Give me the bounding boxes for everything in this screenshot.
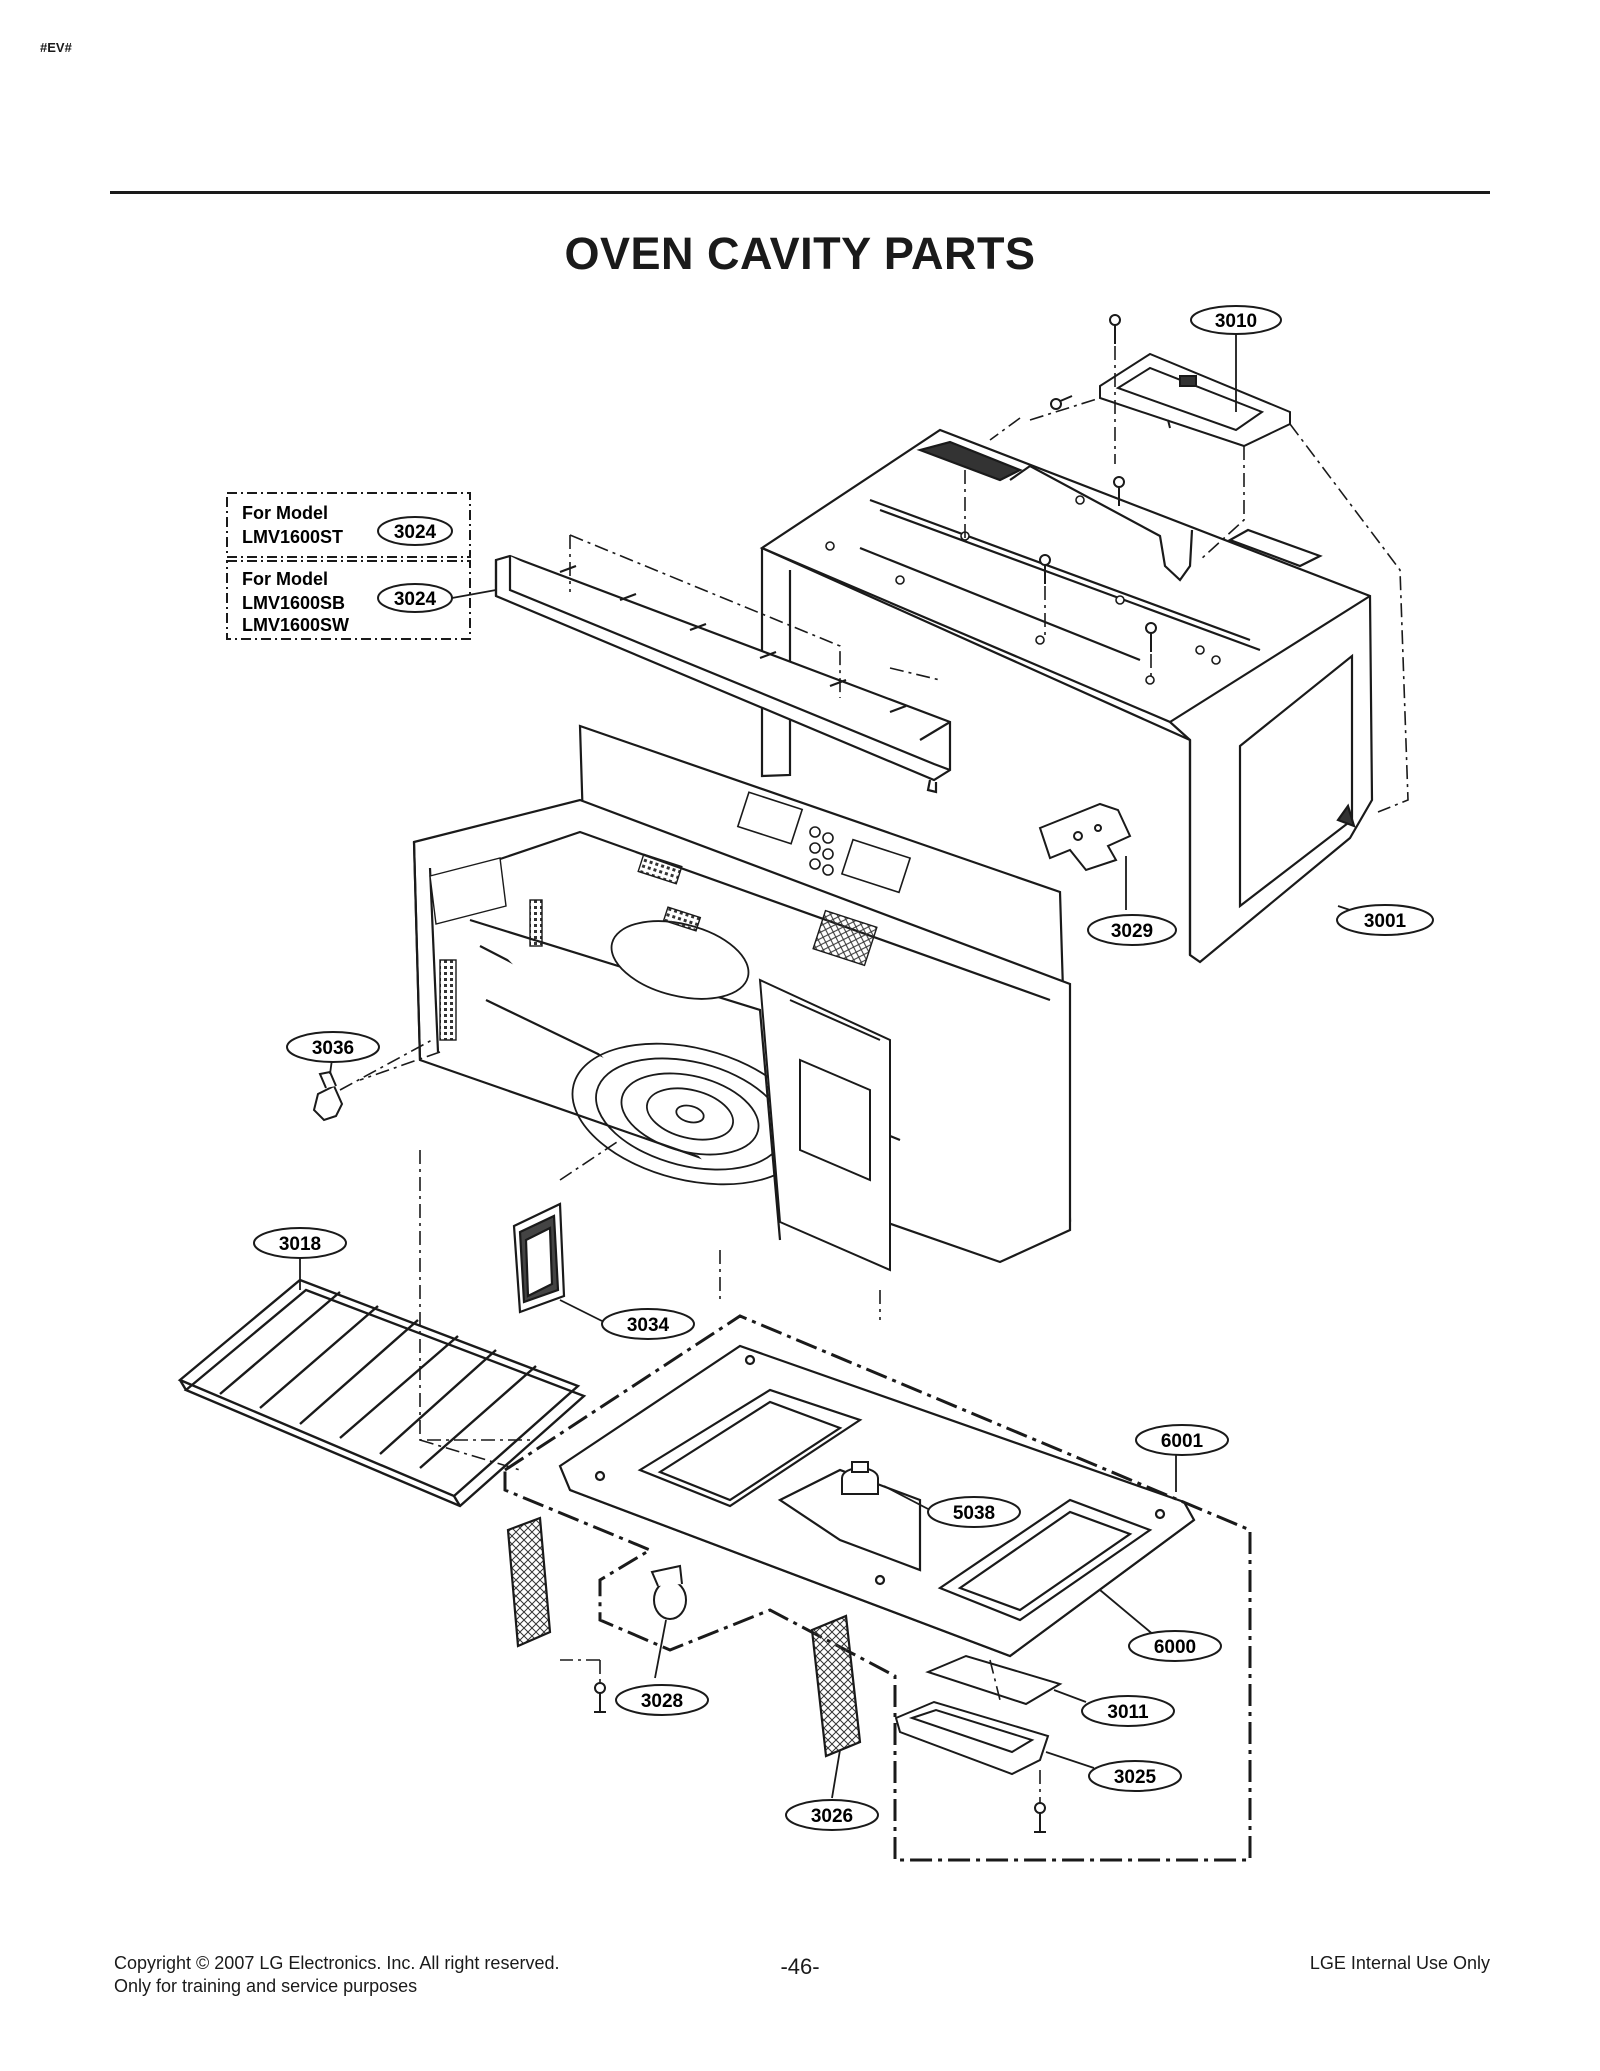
callout-3036: 3036 [286, 1031, 380, 1063]
control-panel-buttons [736, 791, 912, 894]
svg-text:6001: 6001 [1161, 1431, 1204, 1452]
footer-internal: LGE Internal Use Only [1309, 1953, 1490, 1973]
top-bracket-3010 [1099, 352, 1291, 448]
svg-text:5038: 5038 [953, 1503, 995, 1524]
svg-text:3024: 3024 [394, 522, 437, 543]
grille-3026 [810, 1614, 862, 1758]
bracket-3029 [1038, 802, 1132, 872]
svg-text:3011: 3011 [1107, 1702, 1149, 1723]
svg-text:LMV1600SW: LMV1600SW [242, 615, 349, 635]
alignment-lines-bottom [560, 1659, 1041, 1804]
callout-3024-a: 3024 [377, 516, 453, 546]
svg-text:For Model: For Model [242, 503, 328, 523]
page-title: OVEN CAVITY PARTS [564, 228, 1036, 279]
alignment-lines-cavity [359, 1051, 881, 1471]
filter-3011 [925, 1654, 1063, 1706]
oven-cavity [412, 724, 1072, 1264]
callout-6000: 6000 [1128, 1630, 1222, 1662]
svg-text:For Model: For Model [242, 569, 328, 589]
header-tag: #EV# [40, 40, 72, 55]
svg-text:LMV1600ST: LMV1600ST [242, 527, 343, 547]
callout-3025: 3025 [1088, 1760, 1182, 1792]
callout-3010: 3010 [1190, 305, 1282, 335]
svg-text:3028: 3028 [641, 1691, 683, 1712]
page-number: -46- [780, 1954, 820, 1979]
svg-text:3036: 3036 [312, 1038, 354, 1059]
model-note-2: For Model LMV1600SB LMV1600SW [242, 569, 349, 635]
rack-3018 [177, 1278, 587, 1508]
svg-text:3001: 3001 [1364, 911, 1407, 932]
callout-3024-b: 3024 [377, 583, 497, 613]
svg-text:3034: 3034 [627, 1315, 670, 1336]
waveguide-box [758, 978, 891, 1272]
header-rule [110, 191, 1490, 194]
control-frame-3024 [494, 554, 952, 794]
svg-text:LMV1600SB: LMV1600SB [242, 593, 345, 613]
callout-3028: 3028 [615, 1684, 709, 1716]
svg-text:6000: 6000 [1154, 1637, 1196, 1658]
alignment-lines-top [964, 346, 1409, 813]
svg-text:3024: 3024 [394, 589, 437, 610]
svg-text:3029: 3029 [1111, 921, 1153, 942]
svg-text:3010: 3010 [1215, 311, 1257, 332]
footer-purpose: Only for training and service purposes [114, 1976, 418, 1996]
callout-3034: 3034 [601, 1308, 695, 1340]
thermostat-5038 [841, 1461, 879, 1495]
callout-3001: 3001 [1336, 904, 1434, 936]
cavity-vents [429, 853, 878, 1041]
outer-case [759, 428, 1374, 964]
loose-screws-top [1039, 314, 1157, 652]
svg-text:3018: 3018 [279, 1234, 321, 1255]
frame-3025 [894, 1700, 1050, 1776]
callout-3018: 3018 [253, 1227, 347, 1259]
svg-text:3025: 3025 [1114, 1767, 1157, 1788]
cover-3034 [512, 1202, 566, 1314]
case-screws [825, 495, 1221, 685]
bottom-screws [594, 1682, 1046, 1833]
callout-3026: 3026 [785, 1799, 879, 1831]
callout-3029: 3029 [1087, 914, 1177, 946]
alignment-line-3036 [339, 1039, 433, 1091]
bulb-3028 [650, 1564, 687, 1620]
footer-copyright: Copyright © 2007 LG Electronics. Inc. Al… [114, 1953, 560, 1973]
callout-3011: 3011 [1081, 1695, 1175, 1727]
grille-left [506, 1516, 552, 1648]
model-note-1: For Model LMV1600ST [242, 503, 343, 547]
callout-5038: 5038 [927, 1496, 1021, 1528]
sensor-3036 [312, 1070, 344, 1122]
turntable [571, 920, 809, 1186]
callout-6001: 6001 [1135, 1424, 1229, 1456]
model-note-boxes [226, 492, 471, 640]
bottom-plate-6000 [558, 1344, 1196, 1658]
bottom-outline-6001 [503, 1314, 1252, 1862]
svg-text:3026: 3026 [811, 1806, 853, 1827]
alignment-lines-frame [569, 534, 941, 698]
